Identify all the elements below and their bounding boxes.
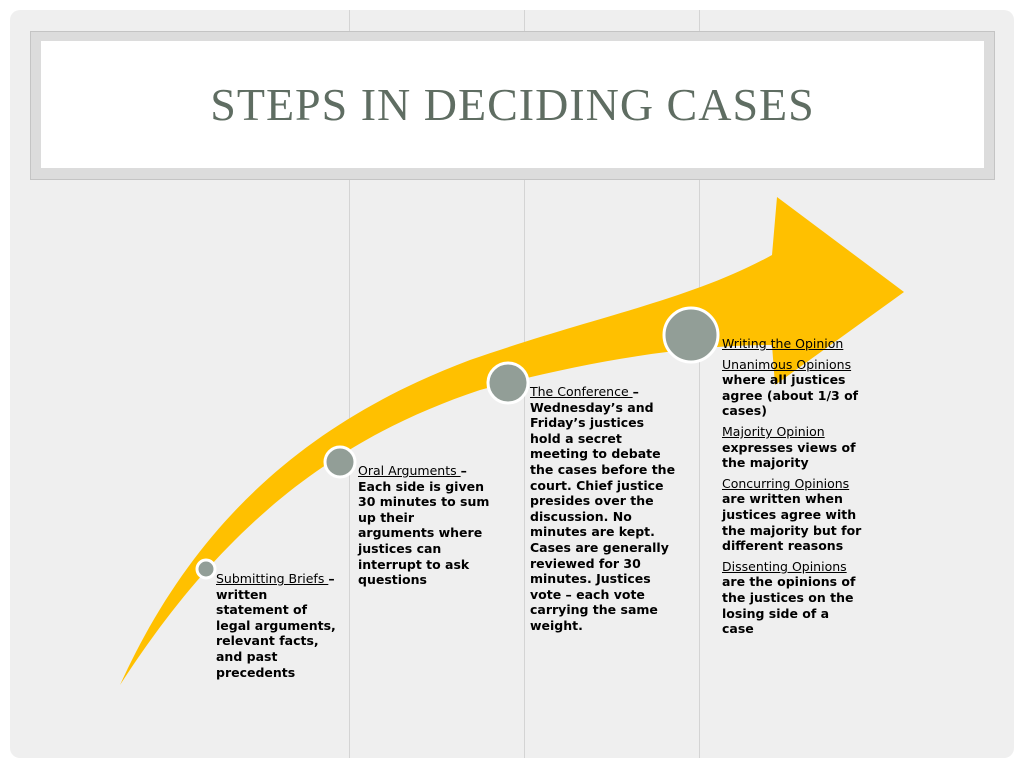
step-body: – Each side is given 30 minutes to sum u… [358,463,490,588]
step-heading: Writing the Opinion [722,336,844,351]
opinion-description: are the opinions of the justices on the … [722,574,856,637]
opinion-type-dissenting: Dissenting Opinions are the opinions of … [722,559,862,637]
opinion-type-unanimous: Unanimous Opinions where all justices ag… [722,357,862,419]
step-submitting-briefs: Submitting Briefs – written statement of… [216,571,341,680]
opinion-term: Majority Opinion [722,423,825,439]
column-divider [699,10,700,758]
opinion-term: Concurring Opinions [722,475,850,491]
step-heading: Oral Arguments [358,463,461,478]
opinion-description: expresses views of the majority [722,439,856,471]
step-heading: The Conference [530,384,633,399]
opinion-description: are written when justices agree with the… [722,491,862,554]
step-writing-the-opinion: Writing the Opinion Unanimous Opinions w… [722,336,862,642]
step-node-2 [323,445,357,479]
column-divider [349,10,350,758]
step-node-3 [486,361,530,405]
step-node-4 [662,306,720,364]
step-the-conference: The Conference – Wednesday’s and Friday’… [530,384,678,634]
step-oral-arguments: Oral Arguments – Each side is given 30 m… [358,463,493,588]
opinion-type-concurring: Concurring Opinions are written when jus… [722,476,862,554]
slide: STEPS IN DECIDING CASES [10,10,1014,758]
opinion-term: Unanimous Opinions [722,356,852,372]
opinion-description: where all justices agree (about 1/3 of c… [722,372,859,419]
title-box: STEPS IN DECIDING CASES [41,41,984,168]
step-body: – written statement of legal arguments, … [216,571,336,680]
step-body: – Wednesday’s and Friday’s justices hold… [530,384,676,633]
slide-title: STEPS IN DECIDING CASES [210,79,815,130]
step-heading: Submitting Briefs [216,571,329,586]
title-frame: STEPS IN DECIDING CASES [30,31,995,180]
opinion-term: Dissenting Opinions [722,558,847,574]
opinion-type-majority: Majority Opinion expresses views of the … [722,424,862,471]
step-node-1 [195,558,217,580]
